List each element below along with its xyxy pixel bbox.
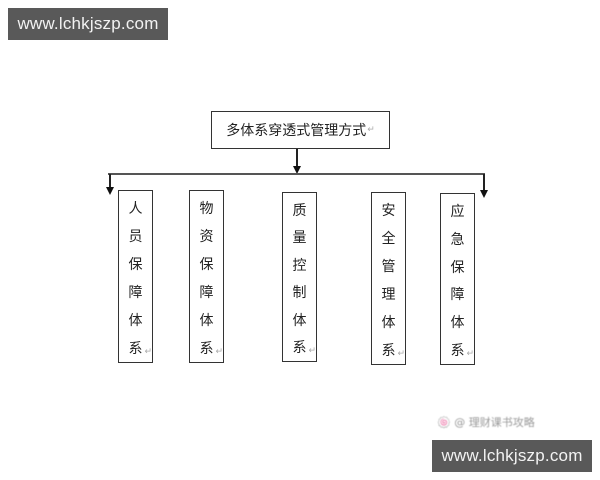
watermark-bottom: www.lchkjszp.com — [432, 440, 592, 472]
char: 理 — [381, 287, 396, 303]
return-mark-icon: ↵ — [215, 347, 224, 357]
child-node-emergency: 应 急 保 障 体 系↵ — [440, 193, 475, 365]
char: 资 — [199, 229, 214, 245]
child-node-personnel: 人 员 保 障 体 系↵ — [118, 190, 153, 363]
char: 系 — [128, 341, 143, 357]
char: 体 — [128, 313, 143, 329]
char: 制 — [292, 285, 307, 302]
char-last: 系↵ — [292, 339, 317, 357]
char: 控 — [292, 257, 307, 274]
char: 系 — [450, 342, 465, 359]
char: 障 — [199, 285, 214, 301]
char-last: 系↵ — [199, 341, 224, 358]
char: 系 — [292, 339, 307, 356]
arrow-down-icon — [293, 166, 301, 174]
char: 障 — [450, 287, 465, 304]
char: 质 — [292, 203, 307, 219]
char: 障 — [128, 285, 143, 301]
char-last: 系↵ — [381, 343, 406, 360]
arrow-down-icon — [106, 187, 114, 195]
return-mark-icon: ↵ — [397, 349, 406, 359]
source-credit: 🍥 @ 理财课书攻略 — [437, 416, 535, 429]
char: 量 — [292, 230, 307, 247]
connector-right — [483, 174, 485, 190]
return-mark-icon: ↵ — [308, 345, 317, 356]
char-last: 系↵ — [450, 342, 475, 360]
char: 保 — [450, 259, 465, 276]
char: 员 — [128, 229, 143, 245]
char: 物 — [199, 201, 214, 217]
char: 保 — [199, 257, 214, 273]
return-mark-icon: ↵ — [466, 348, 475, 359]
root-node-box: 多体系穿透式管理方式↵ — [211, 111, 390, 149]
root-node-label: 多体系穿透式管理方式 — [226, 123, 367, 139]
char: 体 — [292, 312, 307, 329]
connector-bus — [108, 173, 485, 175]
arrow-down-icon — [480, 190, 488, 198]
char: 系 — [381, 343, 396, 359]
char: 体 — [199, 313, 214, 329]
return-mark-icon: ↵ — [367, 125, 375, 135]
char: 急 — [450, 231, 465, 248]
char: 体 — [450, 315, 465, 332]
char: 应 — [450, 204, 465, 220]
char: 管 — [381, 259, 396, 275]
child-node-safety: 安 全 管 理 体 系↵ — [371, 192, 406, 365]
connector-root — [296, 149, 298, 167]
char: 全 — [381, 231, 396, 247]
char: 人 — [128, 201, 143, 217]
child-node-materials: 物 资 保 障 体 系↵ — [189, 190, 224, 363]
char: 体 — [381, 315, 396, 331]
child-node-quality: 质 量 控 制 体 系↵ — [282, 192, 317, 362]
char-last: 系↵ — [128, 341, 153, 358]
char: 系 — [199, 341, 214, 357]
return-mark-icon: ↵ — [144, 347, 153, 357]
connector-left — [109, 174, 111, 188]
watermark-top: www.lchkjszp.com — [8, 8, 168, 40]
char: 安 — [381, 203, 396, 219]
char: 保 — [128, 257, 143, 273]
